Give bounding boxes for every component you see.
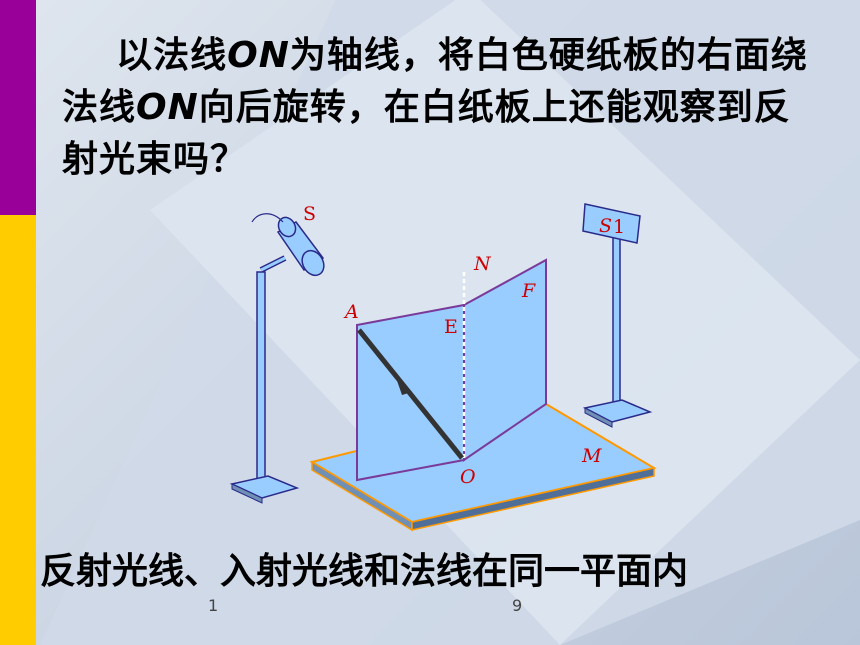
lamp-cord bbox=[251, 213, 284, 223]
label-screen-sub: 1 bbox=[613, 216, 625, 238]
question-text: 以法线ON为轴线，将白色硬纸板的右面绕法线ON向后旋转，在白纸板上还能观察到反射… bbox=[62, 30, 822, 186]
label-source-S: S bbox=[303, 203, 316, 225]
source-stand-base-side bbox=[231, 483, 263, 504]
screen-board bbox=[582, 203, 641, 244]
question-on2: ON bbox=[136, 87, 199, 128]
conclusion-text: 反射光线、入射光线和法线在同一平面内 bbox=[40, 551, 689, 592]
question-part3: 向后旋转，在白纸板上还能观察到反射光束吗？ bbox=[62, 87, 791, 180]
question-part2: 为轴线，将白色硬纸板的右面绕法线 bbox=[62, 35, 808, 128]
question-part1: 以法线 bbox=[116, 35, 228, 76]
label-O: O bbox=[460, 466, 476, 488]
label-E: E bbox=[444, 316, 458, 338]
screen-stand-base-side bbox=[584, 407, 613, 428]
page-number-left: 1 bbox=[208, 596, 219, 615]
base-board-side bbox=[411, 467, 655, 531]
light-source-lamp bbox=[276, 216, 325, 277]
screen-stand-pole bbox=[612, 235, 621, 409]
source-stand-pole bbox=[256, 271, 266, 488]
label-screen-S: S bbox=[599, 215, 612, 237]
page-number-right: 9 bbox=[512, 596, 523, 615]
question-on1: ON bbox=[227, 35, 290, 76]
incident-ray-arrow bbox=[394, 372, 412, 395]
screen-stand-base bbox=[582, 399, 653, 423]
incident-ray bbox=[357, 328, 464, 460]
label-M: M bbox=[581, 445, 602, 467]
source-stand-base bbox=[229, 475, 300, 499]
label-A: A bbox=[343, 301, 359, 323]
left-bar-purple bbox=[0, 0, 36, 215]
label-F: F bbox=[521, 280, 536, 302]
label-N: N bbox=[473, 253, 492, 275]
left-bar-yellow bbox=[0, 215, 36, 645]
